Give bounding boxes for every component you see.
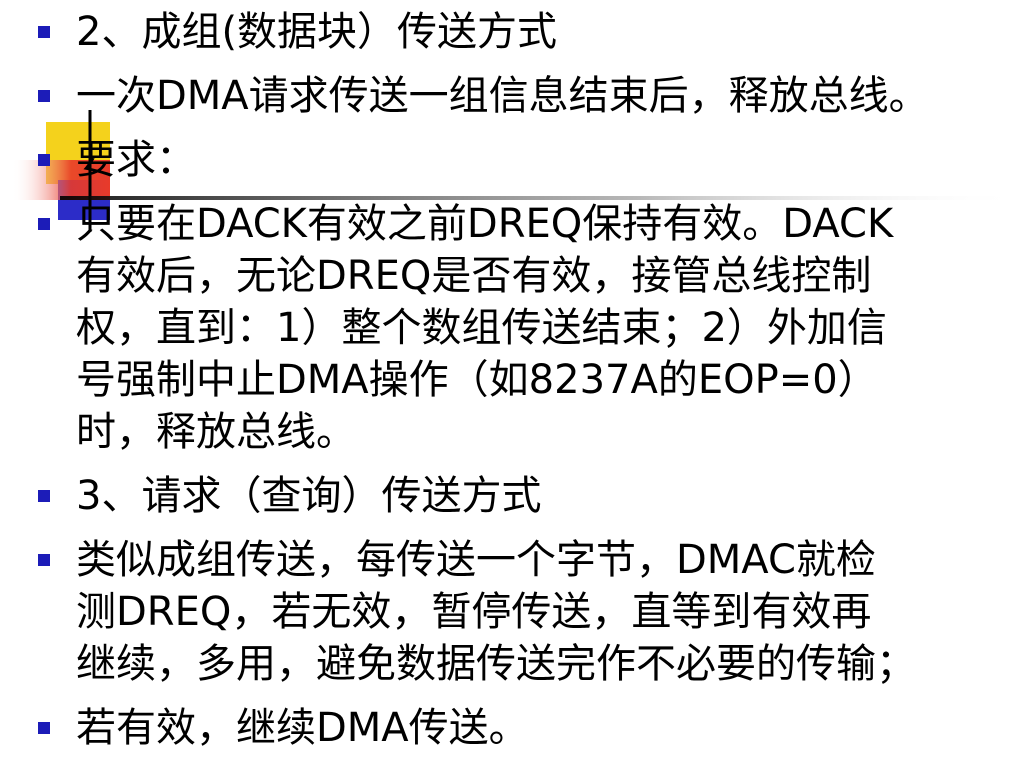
bullet-text: 要求： xyxy=(76,134,1012,186)
bullet-line: 若有效，继续DMA传送。 xyxy=(76,705,529,751)
bullet-line: 2、成组(数据块）传送方式 xyxy=(76,9,558,55)
bullet-item: 要求： xyxy=(0,134,1024,186)
bullet-item: 2、成组(数据块）传送方式 xyxy=(0,6,1024,58)
bullet-square-icon xyxy=(38,722,50,734)
bullet-square-icon xyxy=(38,154,50,166)
bullet-square-icon xyxy=(38,490,50,502)
bullet-line: 测DREQ，若无效，暂停传送，直等到有效再 xyxy=(76,589,872,635)
bullet-square-icon xyxy=(38,26,50,38)
bullet-item: 一次DMA请求传送一组信息结束后，释放总线。 xyxy=(0,70,1024,122)
bullet-item: 只要在DACK有效之前DREQ保持有效。DACK 有效后，无论DREQ是否有效，… xyxy=(0,198,1024,458)
bullet-line: 有效后，无论DREQ是否有效，接管总线控制 xyxy=(76,253,872,299)
bullet-text: 若有效，继续DMA传送。 xyxy=(76,702,1012,754)
bullet-item: 3、请求（查询）传送方式 xyxy=(0,470,1024,522)
bullet-square-icon xyxy=(38,90,50,102)
bullet-text: 2、成组(数据块）传送方式 xyxy=(76,6,1012,58)
bullet-line: 3、请求（查询）传送方式 xyxy=(76,473,542,519)
bullet-line: 权，直到：1）整个数组传送结束；2）外加信 xyxy=(76,305,887,351)
bullet-line: 号强制中止DMA操作（如8237A的EOP=0） xyxy=(76,357,878,403)
bullet-square-icon xyxy=(38,218,50,230)
bullet-line: 继续，多用，避免数据传送完作不必要的传输； xyxy=(76,641,916,687)
bullet-line: 一次DMA请求传送一组信息结束后，释放总线。 xyxy=(76,73,929,119)
bullet-text: 只要在DACK有效之前DREQ保持有效。DACK 有效后，无论DREQ是否有效，… xyxy=(76,198,1012,458)
bullet-square-icon xyxy=(38,554,50,566)
bullet-text: 3、请求（查询）传送方式 xyxy=(76,470,1012,522)
bullet-line: 只要在DACK有效之前DREQ保持有效。DACK xyxy=(76,201,894,247)
bullet-item: 类似成组传送，每传送一个字节，DMAC就检 测DREQ，若无效，暂停传送，直等到… xyxy=(0,534,1024,690)
bullet-line: 要求： xyxy=(76,137,196,183)
bullet-line: 时，释放总线。 xyxy=(76,409,356,455)
bullet-line: 类似成组传送，每传送一个字节，DMAC就检 xyxy=(76,537,876,583)
bullet-item: 若有效，继续DMA传送。 xyxy=(0,702,1024,754)
bullet-list: 2、成组(数据块）传送方式 一次DMA请求传送一组信息结束后，释放总线。 要求：… xyxy=(0,6,1024,766)
bullet-text: 类似成组传送，每传送一个字节，DMAC就检 测DREQ，若无效，暂停传送，直等到… xyxy=(76,534,1012,690)
bullet-text: 一次DMA请求传送一组信息结束后，释放总线。 xyxy=(76,70,1012,122)
